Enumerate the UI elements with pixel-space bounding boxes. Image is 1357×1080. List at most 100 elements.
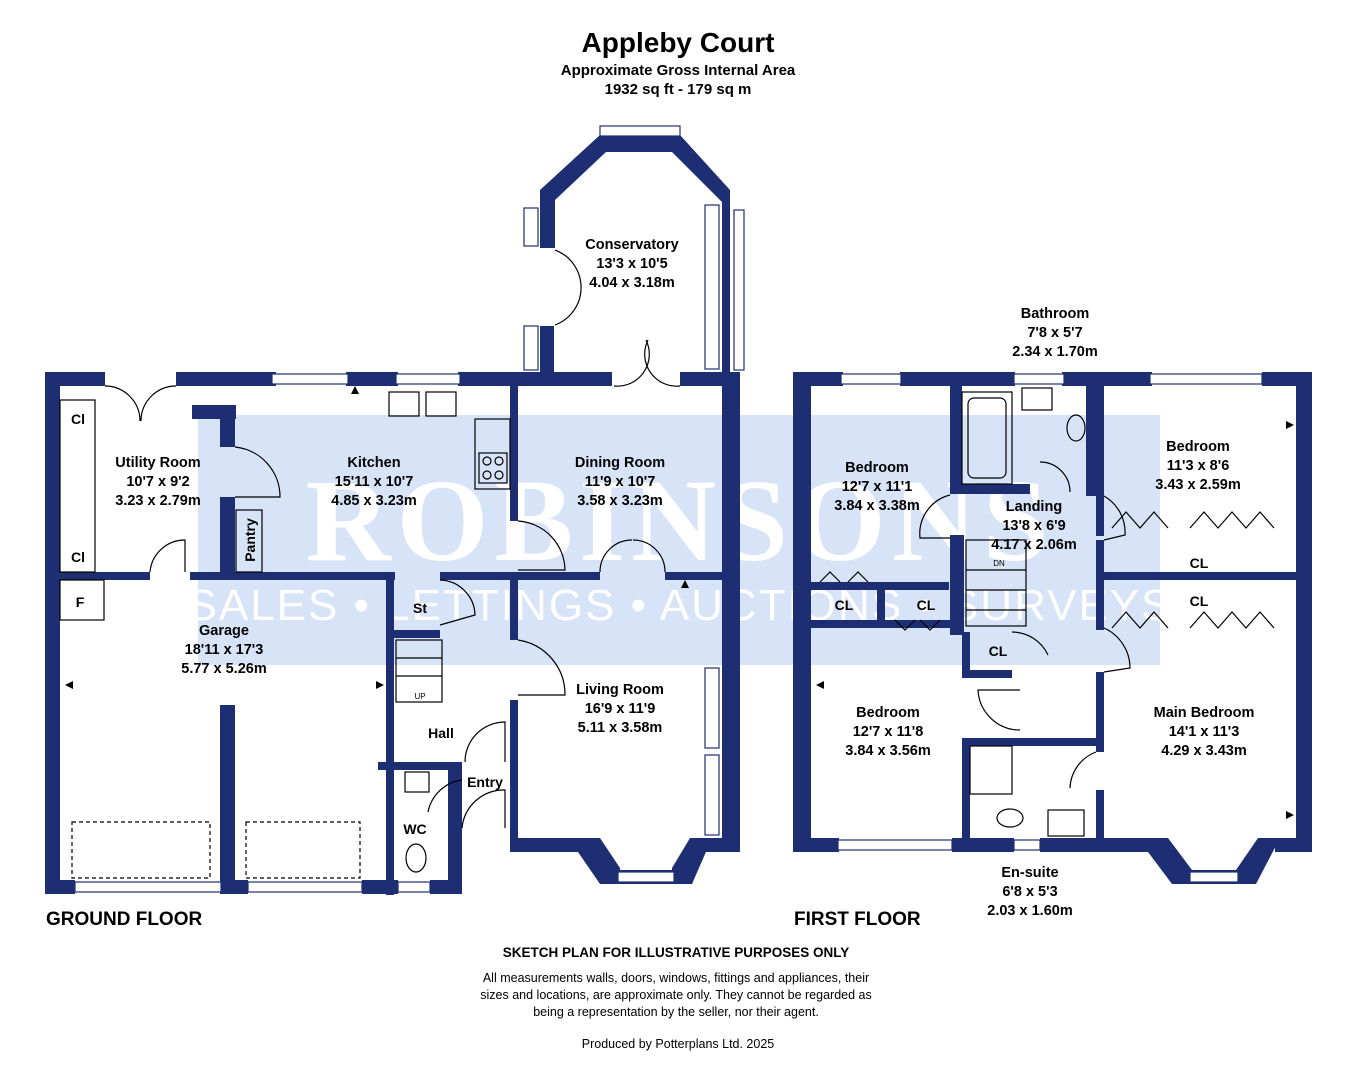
window [1013,373,1065,385]
arrow [65,681,73,689]
wall [45,880,75,894]
wall [881,582,949,590]
wall [510,386,518,521]
wardrobe-doors [1111,611,1169,629]
window [523,325,539,371]
toilet [405,843,427,873]
disclaimer-line: being a representation by the seller, no… [533,1005,819,1019]
watermark-tagline: SALES • LETTINGS • AUCTIONS • SURVEYS [188,581,1173,630]
landing-metric: 4.17 x 2.06m [991,537,1076,553]
wall [1096,540,1104,580]
car-space [71,821,211,879]
door [1011,631,1049,656]
wardrobe-doors [894,619,941,631]
kitchen-metric: 4.85 x 3.23m [331,493,416,509]
cupboard-label: CL [917,597,936,613]
producer-credit: Produced by Potterplans Ltd. 2025 [582,1037,775,1051]
kitchen-imperial: 15'11 x 10'7 [335,474,414,490]
hob-ring [494,456,504,466]
wall [386,575,394,895]
wall [440,572,510,580]
entry-label: Entry [467,774,503,790]
conservatory-wall [540,326,554,372]
shower [969,745,1013,795]
dining-imperial: 11'9 x 10'7 [585,474,656,490]
cupboard-label: Cl [71,549,85,565]
hob [478,452,508,484]
wc-label: WC [403,821,426,837]
wall [1096,672,1104,752]
door [919,494,951,539]
window [395,373,461,385]
disclaimer-line: sizes and locations, are approximate onl… [480,988,871,1002]
ground-floor-labels: Conservatory 13'3 x 10'5 4.04 x 3.18m Ut… [46,237,679,930]
main-bedroom-metric: 4.29 x 3.43m [1161,743,1246,759]
wall [811,620,951,628]
french-doors [599,539,666,573]
wall [1275,838,1312,852]
bedroom-sw-name: Bedroom [856,705,920,721]
cupboard [59,399,96,573]
main-bedroom-imperial: 14'1 x 11'3 [1169,724,1240,740]
kitchen-name: Kitchen [347,455,400,471]
door [1069,751,1097,789]
window [704,754,720,836]
wall [458,372,612,386]
watermark-brand: ROBINSONS [305,455,1054,586]
first-floor-labels: Bathroom 7'8 x 5'7 2.34 x 1.70m Bedroom … [794,306,1254,930]
window [840,373,902,385]
hob-ring [482,470,492,480]
first-floor-plan [793,372,1312,884]
window [523,207,539,247]
main-bedroom-name: Main Bedroom [1154,705,1255,721]
wardrobe-doors [1189,611,1275,629]
wall [1062,372,1152,386]
door [1103,627,1131,673]
wall [722,372,740,852]
landing-name: Landing [1006,499,1062,515]
wall [45,372,105,386]
garage-name: Garage [199,623,249,639]
door [1039,461,1071,493]
wall [1096,790,1104,852]
conservatory-name: Conservatory [585,237,678,253]
pantry-label: Pantry [242,518,258,562]
wall [1096,580,1104,630]
door [554,249,582,326]
gross-area: 1932 sq ft - 179 sq m [605,81,752,98]
wall [45,372,60,894]
living-metric: 5.11 x 3.58m [578,720,663,736]
bedroom-ne-imperial: 11'3 x 8'6 [1167,458,1230,474]
arrow [376,681,384,689]
wall [793,838,839,852]
french-doors [613,339,681,387]
wall [220,705,235,880]
wall [448,762,462,894]
door [439,579,476,626]
window [397,881,431,893]
basin [1021,387,1053,411]
sink [388,391,420,417]
stairs [965,539,1027,627]
wall [950,386,962,492]
stairs-up-label: UP [414,692,425,701]
door [517,520,566,571]
dining-metric: 3.58 x 3.23m [577,493,662,509]
wall [950,484,1030,494]
wall [877,582,885,624]
door [461,789,506,829]
wall [386,630,440,638]
cupboard-label: CL [835,597,854,613]
stairs [395,639,443,703]
wall [510,575,518,640]
door [977,689,1021,731]
dining-name: Dining Room [575,455,665,471]
window [733,209,745,371]
store-label: St [413,600,427,616]
bathroom-metric: 2.34 x 1.70m [1012,344,1097,360]
bedroom-nw-imperial: 12'7 x 11'1 [842,479,913,495]
wall [950,535,964,635]
bedroom-nw-metric: 3.84 x 3.38m [834,498,919,514]
door [464,721,506,763]
